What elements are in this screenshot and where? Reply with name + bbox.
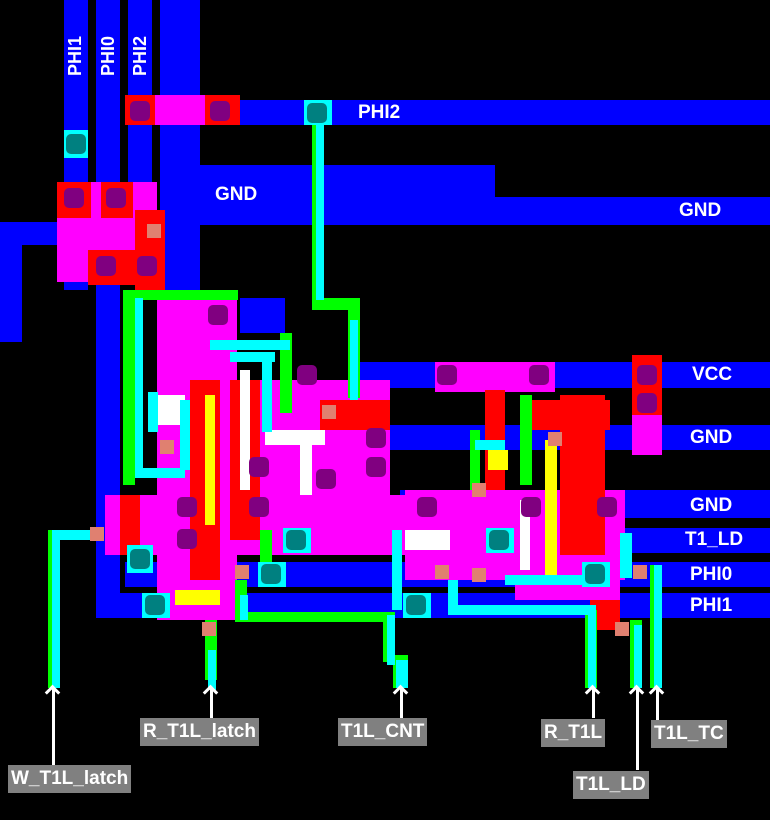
vias (64, 100, 610, 618)
pin-t1l-cnt: T1L_CNT (338, 718, 428, 746)
rail-label-t1-ld: T1_LD (685, 529, 744, 550)
contacts (64, 101, 657, 549)
buried-contacts (90, 224, 647, 636)
rail-label-phi1: PHI1 (690, 595, 733, 616)
pin-t1l-tc: T1L_TC (651, 720, 727, 748)
pin-r-t1l-latch: R_T1L_latch (140, 718, 259, 746)
pin-t1l-ld: T1L_LD (573, 771, 649, 799)
rail-label-gnd-lower: GND (690, 495, 733, 516)
top-label-phi0: PHI0 (98, 35, 118, 76)
rail-label-phi2: PHI2 (358, 102, 401, 123)
arrow-t1l-tc (656, 688, 659, 720)
arrow-t1l-cnt (400, 688, 403, 718)
rail-label-gnd-mid: GND (690, 427, 733, 448)
arrow-w-t1l-latch (52, 688, 55, 768)
rail-label-phi0: PHI0 (690, 564, 733, 585)
top-label-phi2: PHI2 (130, 35, 150, 76)
rail-label-gnd-upper-right: GND (679, 200, 722, 221)
arrow-t1l-ld (636, 688, 639, 770)
rail-label-gnd-upper-left: GND (215, 184, 258, 205)
diffusion-layer (57, 95, 662, 620)
pin-r-t1l: R_T1L (541, 719, 606, 747)
via-wire-layer (52, 125, 662, 690)
top-label-phi1: PHI1 (65, 35, 85, 76)
rail-label-vcc: VCC (692, 364, 733, 385)
arrow-r-t1l-latch (210, 688, 213, 718)
pin-w-t1l-latch: W_T1L_latch (8, 765, 132, 793)
arrow-r-t1l (592, 688, 595, 718)
